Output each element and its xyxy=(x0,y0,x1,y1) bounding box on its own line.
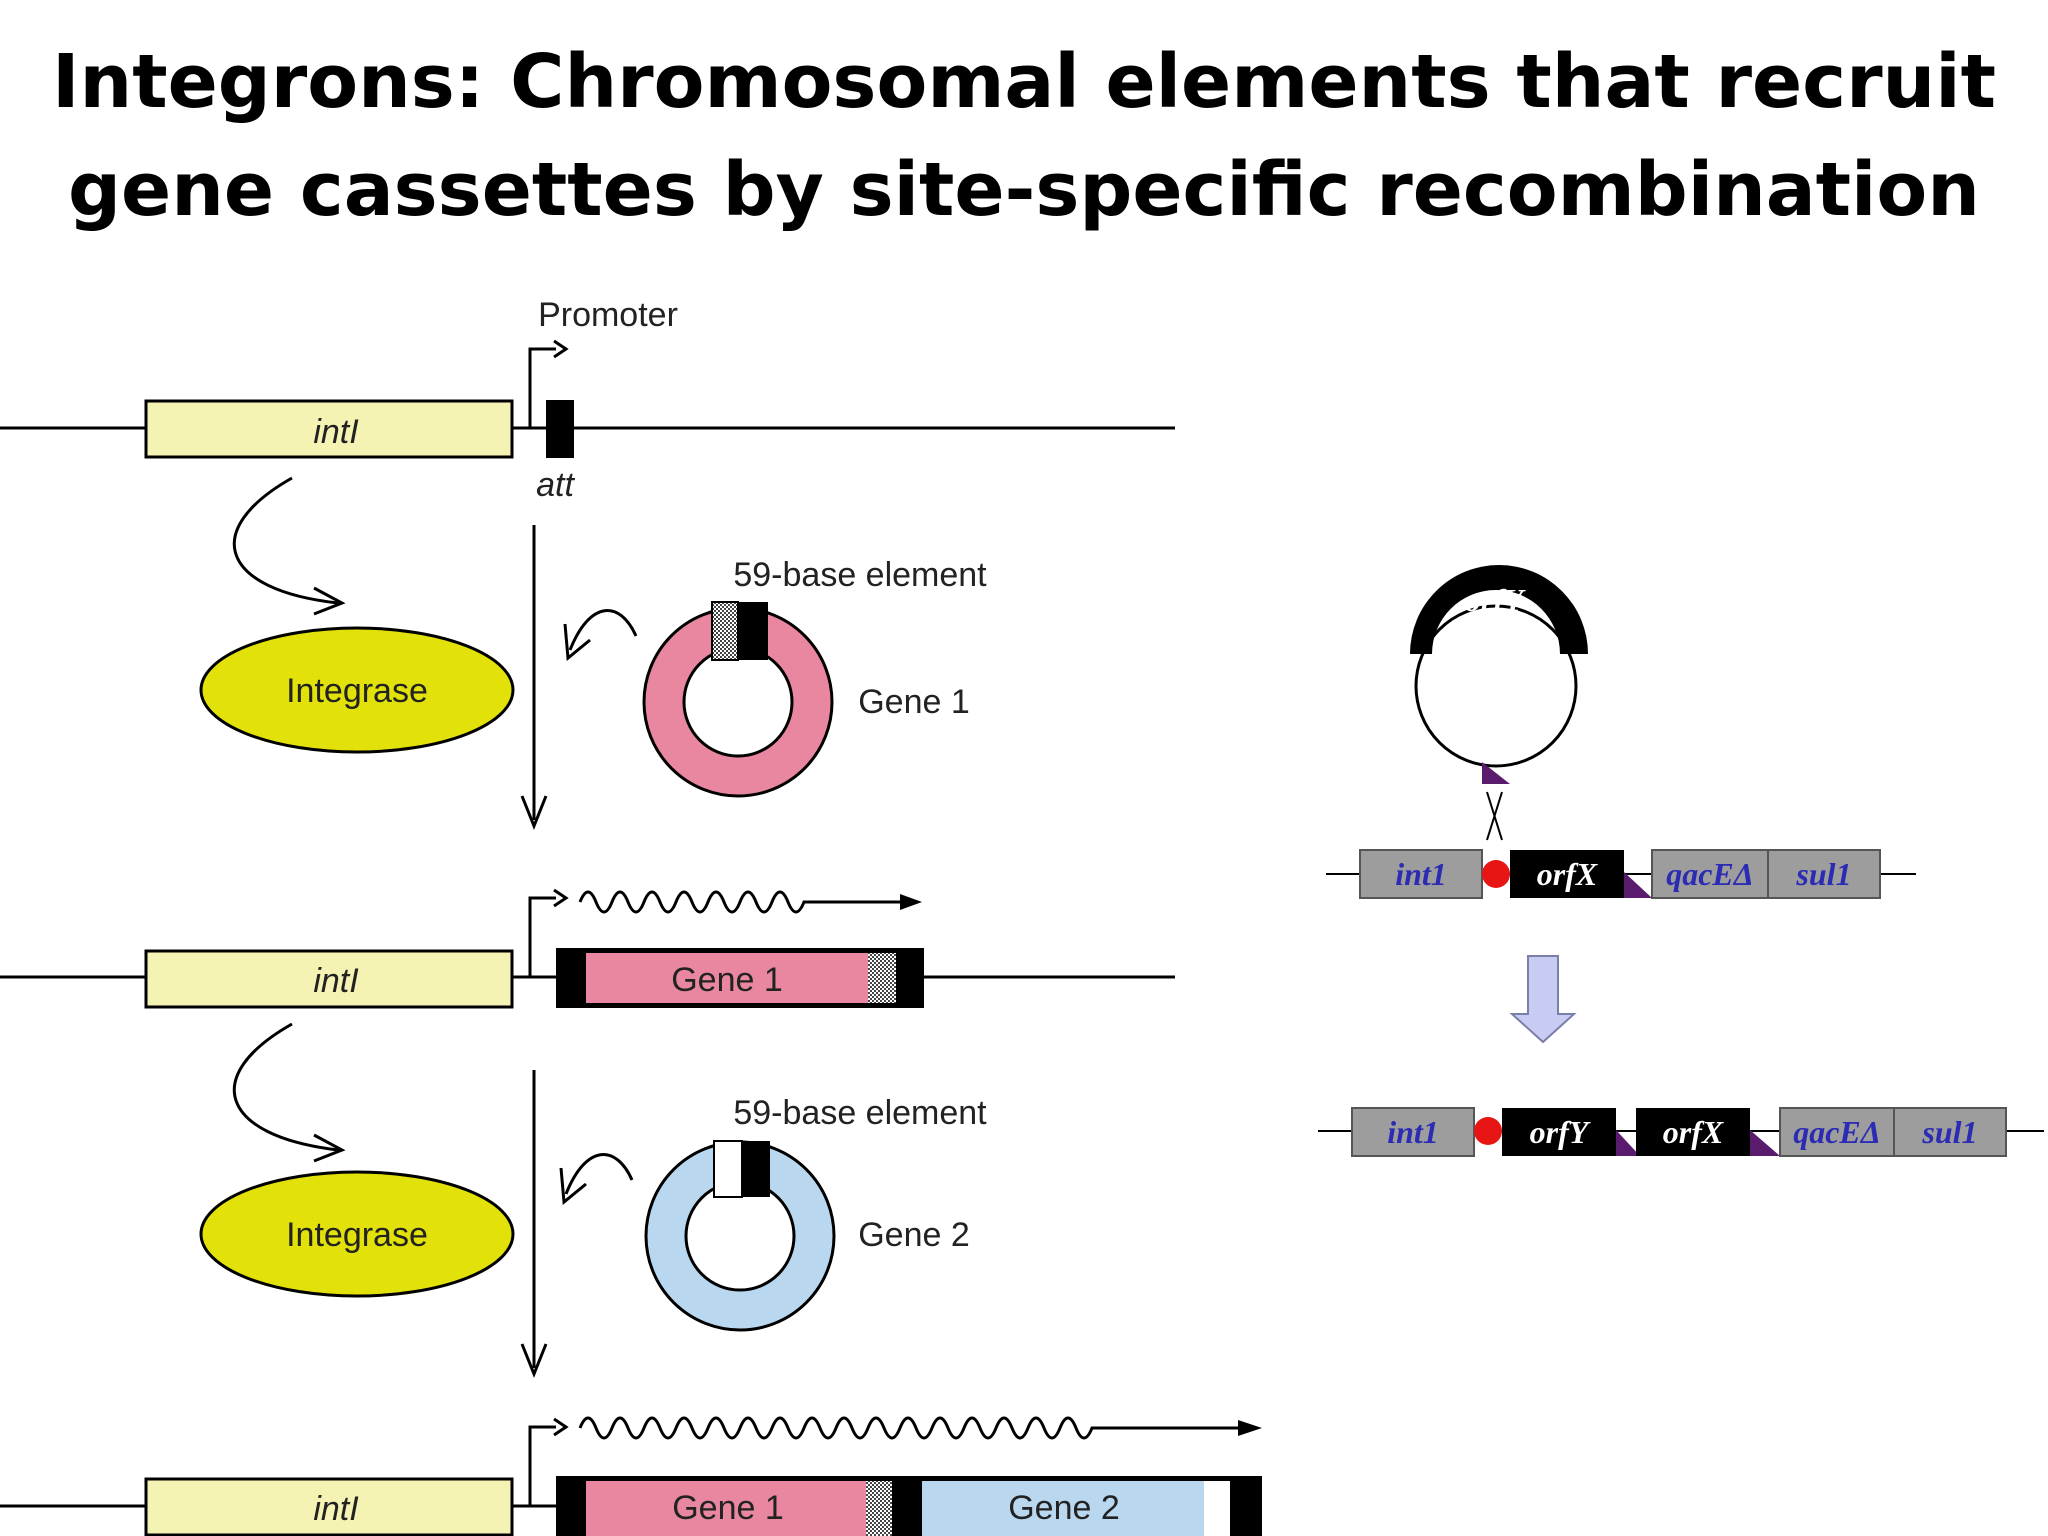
curved-arrowhead-icon-2 xyxy=(313,1133,346,1163)
hatched-site-2 xyxy=(868,953,896,1003)
crossover-line-b xyxy=(1486,791,1503,841)
row-1: intI att Promoter xyxy=(0,296,1175,504)
recombination-site-white-2 xyxy=(713,1140,743,1198)
qacE-box-2 xyxy=(1779,1107,1895,1157)
gene2-box-3 xyxy=(922,1481,1204,1536)
int1-box-2 xyxy=(1351,1107,1475,1157)
integrase-label-1: Integrase xyxy=(286,672,428,710)
int1-label-2: int1 xyxy=(1387,1114,1439,1150)
purple-site-2a xyxy=(1616,1130,1640,1156)
curved-arrow-icon-2 xyxy=(232,1022,339,1152)
gene2-circle-label: Gene 2 xyxy=(858,1216,970,1254)
right-panel: orfY int1 orfX qacEΔ sul1 int1 orfY orfX… xyxy=(1318,565,2044,1157)
orfY-arc xyxy=(1410,565,1588,654)
insert-arrow-icon-2 xyxy=(564,1153,634,1195)
orfX-box-1 xyxy=(1510,850,1624,898)
gene1-circle-label: Gene 1 xyxy=(858,683,970,721)
red-dot-1 xyxy=(1482,860,1510,888)
transcript-arrowhead-icon-2 xyxy=(1238,1420,1262,1436)
recombination-site-black-2 xyxy=(742,1141,770,1197)
red-dot-2 xyxy=(1474,1117,1502,1145)
promoter-arrowhead-icon xyxy=(553,339,569,359)
att-label: att xyxy=(536,466,575,504)
row-2: intI Gene 1 xyxy=(0,888,1175,1009)
intI-box-3 xyxy=(144,1477,514,1536)
promoter-arrow-icon xyxy=(528,347,556,428)
purple-site-circle xyxy=(1482,762,1510,784)
element59-label-1: 59-base element xyxy=(733,556,987,594)
gene1-box-label-2: Gene 1 xyxy=(671,961,783,999)
int1-label-1: int1 xyxy=(1395,856,1447,892)
integrase-ellipse-1 xyxy=(199,626,515,754)
intI-box-2 xyxy=(144,949,514,1009)
intI-label-2: intI xyxy=(313,962,359,1000)
element59-label-2: 59-base element xyxy=(733,1094,987,1132)
white-site-3 xyxy=(1204,1481,1230,1536)
orfY-cassette-circle xyxy=(1414,604,1578,768)
transcript-wave-icon-2 xyxy=(578,1416,1240,1440)
intI-label-1: intI xyxy=(313,413,359,451)
gene2-cassette-hole xyxy=(684,1180,796,1292)
purple-site-1 xyxy=(1624,872,1652,898)
orfY-arc-label: orfY xyxy=(1465,582,1526,618)
gene1-box-label-3: Gene 1 xyxy=(672,1489,784,1527)
row-3: intI Gene 1 Gene 2 xyxy=(0,1416,1262,1536)
sul1-label-1: sul1 xyxy=(1795,856,1851,892)
insert-arrowhead-icon-2 xyxy=(559,1167,587,1205)
integrase-label-2: Integrase xyxy=(286,1216,428,1254)
curved-arrow-icon-1 xyxy=(232,476,339,605)
insert-arrowhead-icon-1 xyxy=(563,623,591,661)
transcript-arrowhead-icon-1 xyxy=(900,894,922,910)
sul1-label-2: sul1 xyxy=(1921,1114,1977,1150)
transcript-wave-icon-1 xyxy=(578,890,904,914)
down-arrowhead-icon-1 xyxy=(520,795,548,831)
purple-site-2b xyxy=(1750,1130,1780,1156)
qacE-box-1 xyxy=(1651,849,1769,899)
orfX-label-1: orfX xyxy=(1537,856,1598,892)
recombination-site-black-1 xyxy=(738,602,768,660)
orfX-label-2: orfX xyxy=(1663,1114,1724,1150)
gene1-box-3 xyxy=(586,1481,866,1536)
sul1-box-1 xyxy=(1767,849,1881,899)
qacE-label-2: qacEΔ xyxy=(1793,1114,1881,1150)
intI-box-1 xyxy=(144,399,514,459)
att-block xyxy=(546,400,574,458)
integrase-ellipse-2 xyxy=(199,1170,515,1298)
sul1-box-2 xyxy=(1893,1107,2007,1157)
slide-title: Integrons: Chromosomal elements that rec… xyxy=(0,28,2048,244)
insert-arrow-icon-1 xyxy=(568,609,638,651)
down-arrowhead-icon-2 xyxy=(520,1343,548,1379)
hatched-site-3 xyxy=(866,1481,892,1536)
promoter-arrow-icon-3 xyxy=(528,1425,556,1506)
promoter-arrow-icon-2 xyxy=(528,896,556,977)
curved-arrowhead-icon-1 xyxy=(313,586,346,616)
orfY-box-2 xyxy=(1502,1108,1616,1156)
promoter-arrowhead-icon-3 xyxy=(553,1417,569,1437)
intI-label-3: intI xyxy=(313,1490,359,1528)
block-down-arrow-icon xyxy=(1509,955,1577,1044)
title-line-2: gene cassettes by site-specific recombin… xyxy=(68,147,1980,233)
gene1-box-2 xyxy=(586,953,868,1003)
orfY-label-2: orfY xyxy=(1530,1114,1591,1150)
gene1-cassette-hole xyxy=(682,646,794,758)
qacE-label-1: qacEΔ xyxy=(1666,856,1754,892)
recombination-site-hatched-1 xyxy=(711,601,739,661)
gene2-box-label-3: Gene 2 xyxy=(1008,1489,1120,1527)
promoter-arrowhead-icon-2 xyxy=(553,888,569,908)
orfX-box-2 xyxy=(1636,1108,1750,1156)
title-line-1: Integrons: Chromosomal elements that rec… xyxy=(52,39,1996,125)
promoter-label: Promoter xyxy=(538,296,678,334)
int1-box-1 xyxy=(1359,849,1483,899)
